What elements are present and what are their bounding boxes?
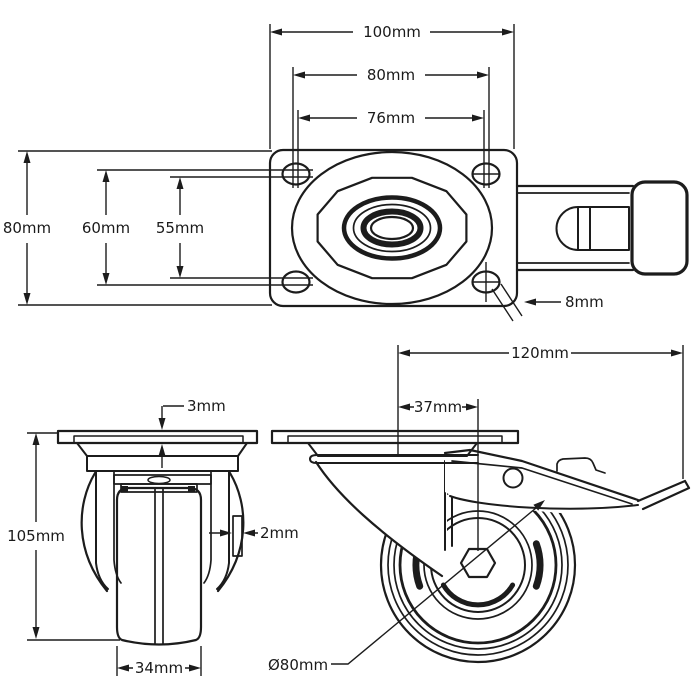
dim-label-80mm-h: 80mm	[367, 66, 415, 84]
front-wheel-bulge-left	[80, 471, 109, 593]
dim-clearance: 2mm	[209, 524, 299, 542]
side-plate	[270, 429, 520, 445]
dim-label-55mm: 55mm	[156, 219, 204, 237]
front-wheel-tread	[115, 486, 203, 646]
dim-plate-depth: 80mm	[3, 150, 272, 306]
dim-overall-height: 105mm	[7, 432, 120, 641]
front-brake-tab	[232, 515, 243, 557]
swivel-bearing-rings	[290, 150, 494, 306]
dim-label-120mm: 120mm	[511, 344, 569, 362]
front-tread-centerline	[154, 487, 164, 645]
dim-label-3mm: 3mm	[187, 397, 226, 415]
dim-bolt-span-v-inner: 55mm	[156, 176, 313, 279]
dim-label-80mm-v: 80mm	[3, 219, 51, 237]
bolt-hole-bottom-left	[281, 270, 311, 294]
top-view: 100mm 80mm 76mm 80mm 60mm	[3, 23, 689, 322]
bolt-hole-top-left	[281, 162, 311, 186]
dim-swivel-offset: 37mm	[398, 398, 479, 551]
dim-bolt-hole-dia: 8mm	[491, 283, 604, 322]
dim-plate-length: 100mm	[269, 23, 515, 149]
dim-bolt-span-outer: 80mm	[292, 66, 490, 188]
dim-label-100mm: 100mm	[363, 23, 421, 41]
top-view-mounting-plate	[268, 148, 519, 308]
hole-center-marks	[472, 173, 500, 302]
dim-label-37mm: 37mm	[414, 398, 462, 416]
side-swivel-lip	[309, 454, 479, 464]
dim-label-105mm: 105mm	[7, 527, 65, 545]
front-fork-legs	[95, 470, 230, 590]
front-plate	[56, 429, 259, 445]
brake-lever-plan	[515, 180, 689, 276]
dim-wheel-dia: Ø80mm	[268, 500, 545, 674]
dim-bolt-span-v-outer: 60mm	[82, 169, 313, 286]
housing-hole	[502, 467, 524, 489]
dim-bolt-span-inner: 76mm	[297, 109, 485, 188]
brake-pedal	[636, 479, 691, 511]
dim-wheel-width: 34mm	[116, 646, 202, 677]
front-wheel-bulge-right	[216, 471, 245, 593]
dim-label-60mm: 60mm	[82, 219, 130, 237]
dim-label-76mm: 76mm	[367, 109, 415, 127]
brake-lock-clip	[556, 457, 606, 474]
dim-label-8mm: 8mm	[565, 293, 604, 311]
axle-hex-nut	[459, 547, 497, 579]
side-fork-edge	[314, 460, 444, 578]
front-view: 3mm 105mm 2mm 34mm	[7, 397, 299, 677]
dim-label-2mm: 2mm	[260, 524, 299, 542]
dim-plate-thickness: 3mm	[158, 397, 226, 468]
dim-overall-length: 120mm	[397, 344, 684, 479]
side-view: 120mm 37mm Ø80mm	[268, 344, 691, 674]
dim-label-34mm: 34mm	[135, 659, 183, 677]
dim-label-dia80mm: Ø80mm	[268, 656, 328, 674]
